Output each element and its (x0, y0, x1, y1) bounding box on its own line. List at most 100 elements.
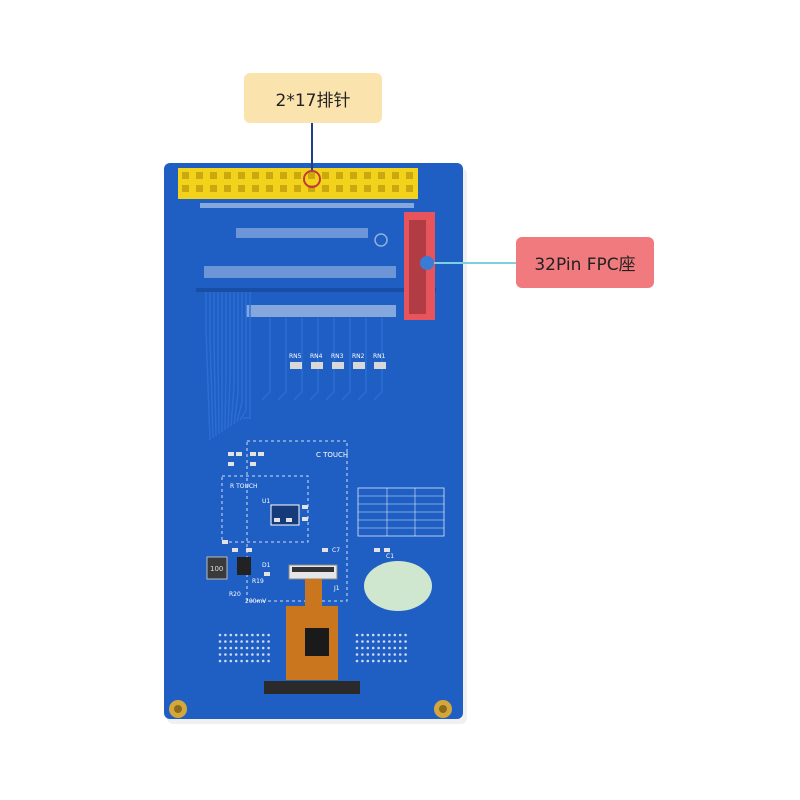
smd-component (228, 462, 234, 466)
silk-text-row (204, 266, 396, 278)
smd-component (228, 452, 234, 456)
pcb-trace (357, 318, 367, 401)
via-dot (366, 659, 370, 663)
via-dot (355, 640, 359, 643)
via-dot (224, 659, 227, 663)
via-dot (377, 653, 380, 656)
via-dot (251, 659, 254, 663)
via-dot (366, 633, 370, 637)
inductor (206, 556, 228, 580)
via-dot (398, 646, 402, 650)
pcb-trace (213, 290, 217, 437)
pcb-trace (309, 318, 319, 401)
via-dot (377, 640, 380, 643)
via-dot (245, 646, 249, 650)
pcb-trace (196, 288, 436, 292)
via-dot (388, 646, 391, 650)
pin-hole (210, 172, 217, 179)
via-dot (251, 653, 254, 656)
smd-component (246, 548, 252, 552)
c-touch-area (246, 440, 348, 602)
via-dot (240, 640, 243, 643)
via-dot (382, 659, 386, 663)
via-dot (261, 633, 265, 637)
via-dot (371, 640, 375, 643)
r19-label: R19 (252, 578, 264, 585)
via-dot (371, 653, 375, 656)
pin-hole (266, 172, 273, 179)
pcb-trace (277, 318, 287, 401)
pcb-trace (233, 290, 239, 425)
pin-hole (224, 172, 231, 179)
pin-hole (266, 185, 273, 192)
fpc-connector (409, 220, 426, 314)
smd-component (250, 462, 256, 466)
resistor-array (290, 362, 302, 369)
pcb-trace (224, 290, 227, 431)
smd-component (258, 452, 264, 456)
via-dot (251, 633, 254, 637)
via-dot (218, 633, 222, 637)
via-dot (355, 646, 359, 650)
u1-label: U1 (262, 498, 270, 505)
via-dot (355, 653, 359, 656)
pin-hole (238, 172, 245, 179)
via-dot (366, 653, 370, 656)
via-dot (251, 640, 254, 643)
via-dot (261, 646, 265, 650)
via-dot (382, 646, 386, 650)
via-dot (361, 633, 364, 637)
smd-component (236, 452, 242, 456)
smd-component (384, 548, 390, 552)
via-dot (388, 659, 391, 663)
via-dot (245, 653, 249, 656)
via-grids (218, 633, 407, 663)
pcb-trace (236, 290, 243, 423)
via-dot (234, 646, 238, 650)
via-dot (361, 646, 364, 650)
pin-hole (280, 172, 287, 179)
via-dot (366, 640, 370, 643)
pin-header-callout-label: 2*17排针 (275, 90, 351, 111)
resistor-array-label: RN1 (373, 353, 386, 360)
via-dot (240, 646, 243, 650)
via-dot (388, 640, 391, 643)
via-dot (267, 646, 270, 650)
via-dot (267, 659, 270, 663)
pin-header-callout: 2*17排针 (244, 73, 382, 123)
via-dot (398, 659, 402, 663)
via-dot (371, 659, 375, 663)
pin-hole (336, 172, 343, 179)
via-dot (355, 659, 359, 663)
pin-hole (378, 172, 385, 179)
via-dot (393, 659, 397, 663)
pin-hole (224, 185, 231, 192)
pin-hole (406, 185, 413, 192)
pin-hole (210, 185, 217, 192)
pcb-trace (341, 318, 351, 401)
flex-cable-chip (305, 628, 329, 656)
qc-sticker (364, 561, 432, 611)
r-touch-area (221, 475, 309, 543)
via-dot (234, 659, 238, 663)
pin-hole (350, 185, 357, 192)
r-touch-label: R TOUCH (230, 483, 258, 490)
via-dot (404, 633, 407, 637)
via-dot (404, 640, 407, 643)
pin-hole (378, 185, 385, 192)
via-dot (240, 653, 243, 656)
c7-label: C7 (332, 547, 340, 554)
resistor-array-label: RN3 (331, 353, 344, 360)
via-dot (393, 640, 397, 643)
via-dot (261, 659, 265, 663)
via-dot (256, 640, 260, 643)
via-dot (218, 653, 222, 656)
via-dot (267, 640, 270, 643)
via-dot (388, 633, 391, 637)
pin-hole (392, 172, 399, 179)
via-dot (256, 646, 260, 650)
voltage-label: 200mV (245, 598, 267, 605)
pin-hole (196, 172, 203, 179)
pcb-trace (227, 290, 231, 429)
